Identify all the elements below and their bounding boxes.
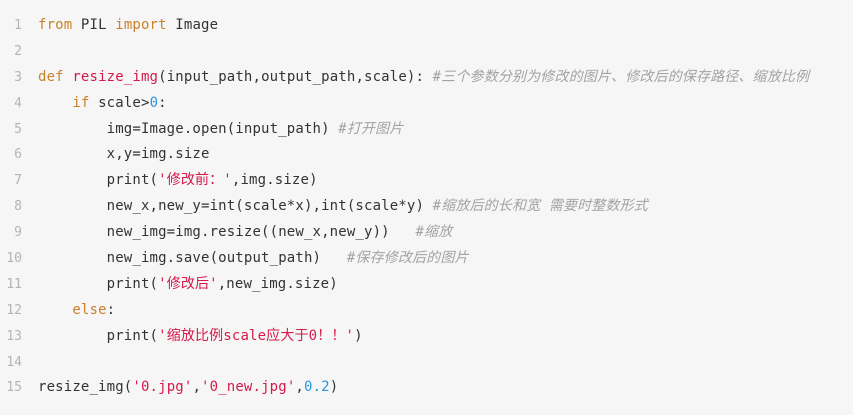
code-token: ) [329,379,339,396]
code-token: print( [38,172,159,189]
keyword-token: def [38,68,64,85]
code-line: 3 def resize_img(input_path,output_path,s… [0,65,853,91]
line-content: else: [38,298,115,324]
code-token: ,new_img.size) [217,275,338,292]
line-number: 5 [14,121,22,137]
code-token: : [158,94,167,111]
code-line: 4 if scale>0: [0,91,853,117]
line-number: 13 [6,328,22,344]
code-token: new_img=img.resize((new_x,new_y)) [38,224,416,241]
string-token: '修改后' [158,275,218,292]
comment-token: #保存修改后的图片 [346,250,469,267]
line-number: 10 [6,251,22,267]
code-line: 14 [0,350,853,376]
line-content: resize_img('0.jpg','0_new.jpg',0.2) [38,375,338,401]
code-line: 1 from PIL import Image [0,13,853,39]
code-token: : [106,301,116,318]
line-number: 9 [14,225,22,241]
keyword-token: import [115,17,167,33]
code-token: print( [38,327,159,344]
code-token: img=Image.open(input_path) [38,120,339,137]
line-content: def resize_img(input_path,output_path,sc… [38,65,809,91]
code-line: 8 new_x,new_y=int(scale*x),int(scale*y) … [0,194,853,220]
code-token: ) [354,327,363,344]
line-content: new_img.save(output_path) #保存修改后的图片 [38,246,469,272]
line-content: new_img=img.resize((new_x,new_y)) #缩放 [38,220,453,246]
string-token: '0_new.jpg' [201,379,296,396]
line-content: from PIL import Image [38,13,218,39]
code-line: 13 print('缩放比例scale应大于0！！') [0,324,853,350]
code-token: PIL [72,17,116,33]
comment-token: #缩放后的长和宽 需要时整数形式 [432,198,648,215]
code-token [38,302,72,318]
line-number: 12 [6,302,22,318]
code-token: resize_img( [38,379,133,396]
code-token: , [192,379,202,396]
code-token: print( [38,275,159,292]
line-content: new_x,new_y=int(scale*x),int(scale*y) #缩… [38,194,648,220]
line-number: 6 [14,147,22,163]
code-token: x,y=img.size [38,146,210,163]
code-line: 5 img=Image.open(input_path) #打开图片 [0,117,853,143]
code-line: 12 else: [0,298,853,324]
line-number: 7 [14,173,22,189]
code-token: (input_path,output_path,scale): [158,68,433,85]
line-number: 3 [14,69,22,85]
line-number: 8 [14,199,22,215]
code-token: new_img.save(output_path) [38,250,347,267]
line-number: 11 [6,276,22,292]
comment-token: #打开图片 [338,120,404,137]
line-number: 15 [6,380,22,396]
keyword-token: if [72,94,90,111]
code-line: 11 print('修改后',new_img.size) [0,272,853,298]
line-number: 2 [14,43,22,59]
line-content: if scale>0: [38,91,167,117]
comment-token: #三个参数分别为修改的图片、修改后的保存路径、缩放比例 [432,68,810,85]
code-token: new_x,new_y=int(scale*x),int(scale*y) [38,198,433,215]
keyword-token: else [72,301,107,318]
code-line: 2 [0,39,853,65]
line-content: print('修改后',new_img.size) [38,272,338,298]
code-token: scale> [89,94,150,111]
string-token: '0.jpg' [132,379,193,396]
code-line: 10 new_img.save(output_path) #保存修改后的图片 [0,246,853,272]
code-token: , [295,379,304,396]
line-content: print('修改前：',img.size) [38,168,318,194]
line-number: 14 [6,354,22,370]
line-number: 1 [14,18,22,33]
number-token: 0.2 [304,379,330,396]
line-number: 4 [14,95,22,111]
string-token: '缩放比例scale应大于0！！' [158,327,355,344]
number-token: 0 [149,94,159,111]
code-token: Image [166,17,219,33]
comment-token: #缩放 [415,224,453,241]
code-line: 6 x,y=img.size [0,142,853,168]
line-content: img=Image.open(input_path) #打开图片 [38,117,404,143]
string-token: '修改前：' [158,172,232,189]
code-line: 9 new_img=img.resize((new_x,new_y)) #缩放 [0,220,853,246]
code-token: ,img.size) [231,172,318,189]
line-content: x,y=img.size [38,142,210,168]
keyword-token: from [38,17,73,33]
function-name-token: resize_img [72,68,159,85]
line-content: print('缩放比例scale应大于0！！') [38,324,363,350]
code-token [38,95,72,111]
code-line: 7 print('修改前：',img.size) [0,168,853,194]
